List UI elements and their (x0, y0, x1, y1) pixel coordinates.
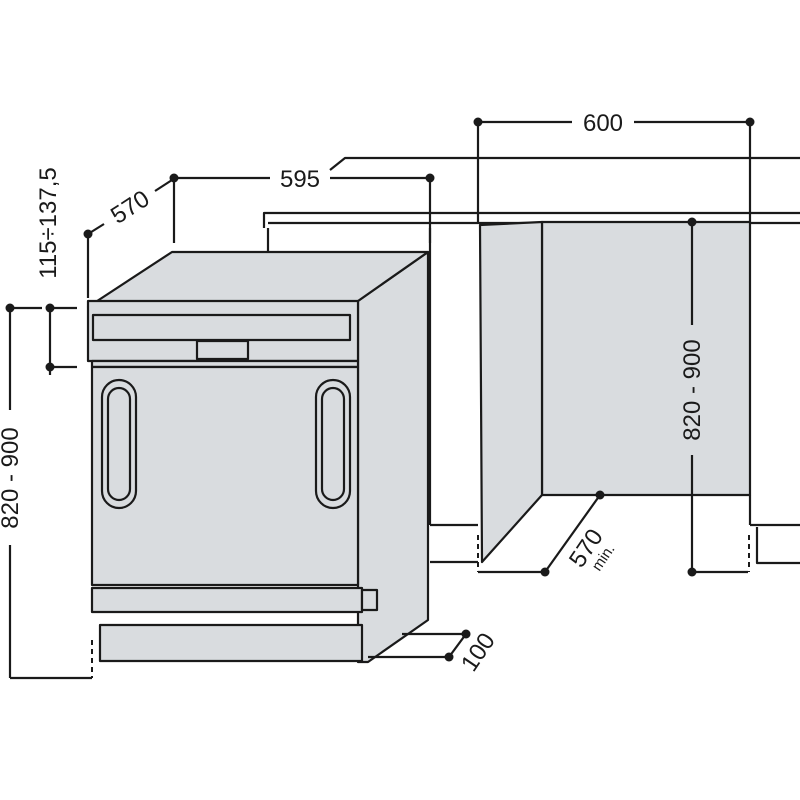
kick-panel (90, 586, 364, 614)
plinth (98, 623, 364, 663)
appliance-depth-label: 570 (106, 185, 154, 229)
panel-button (195, 339, 250, 361)
panel-slot (91, 313, 352, 342)
appliance-width-label: 595 (280, 166, 320, 193)
niche (477, 220, 752, 572)
panel-height-label: 115÷137,5 (35, 167, 62, 279)
dimension-lines (5, 117, 755, 680)
niche-height-label: 820 - 900 (679, 339, 706, 440)
appliance-height-label: 820 - 900 (0, 427, 24, 528)
dishwasher (86, 250, 430, 664)
niche-width-label: 600 (583, 110, 623, 137)
